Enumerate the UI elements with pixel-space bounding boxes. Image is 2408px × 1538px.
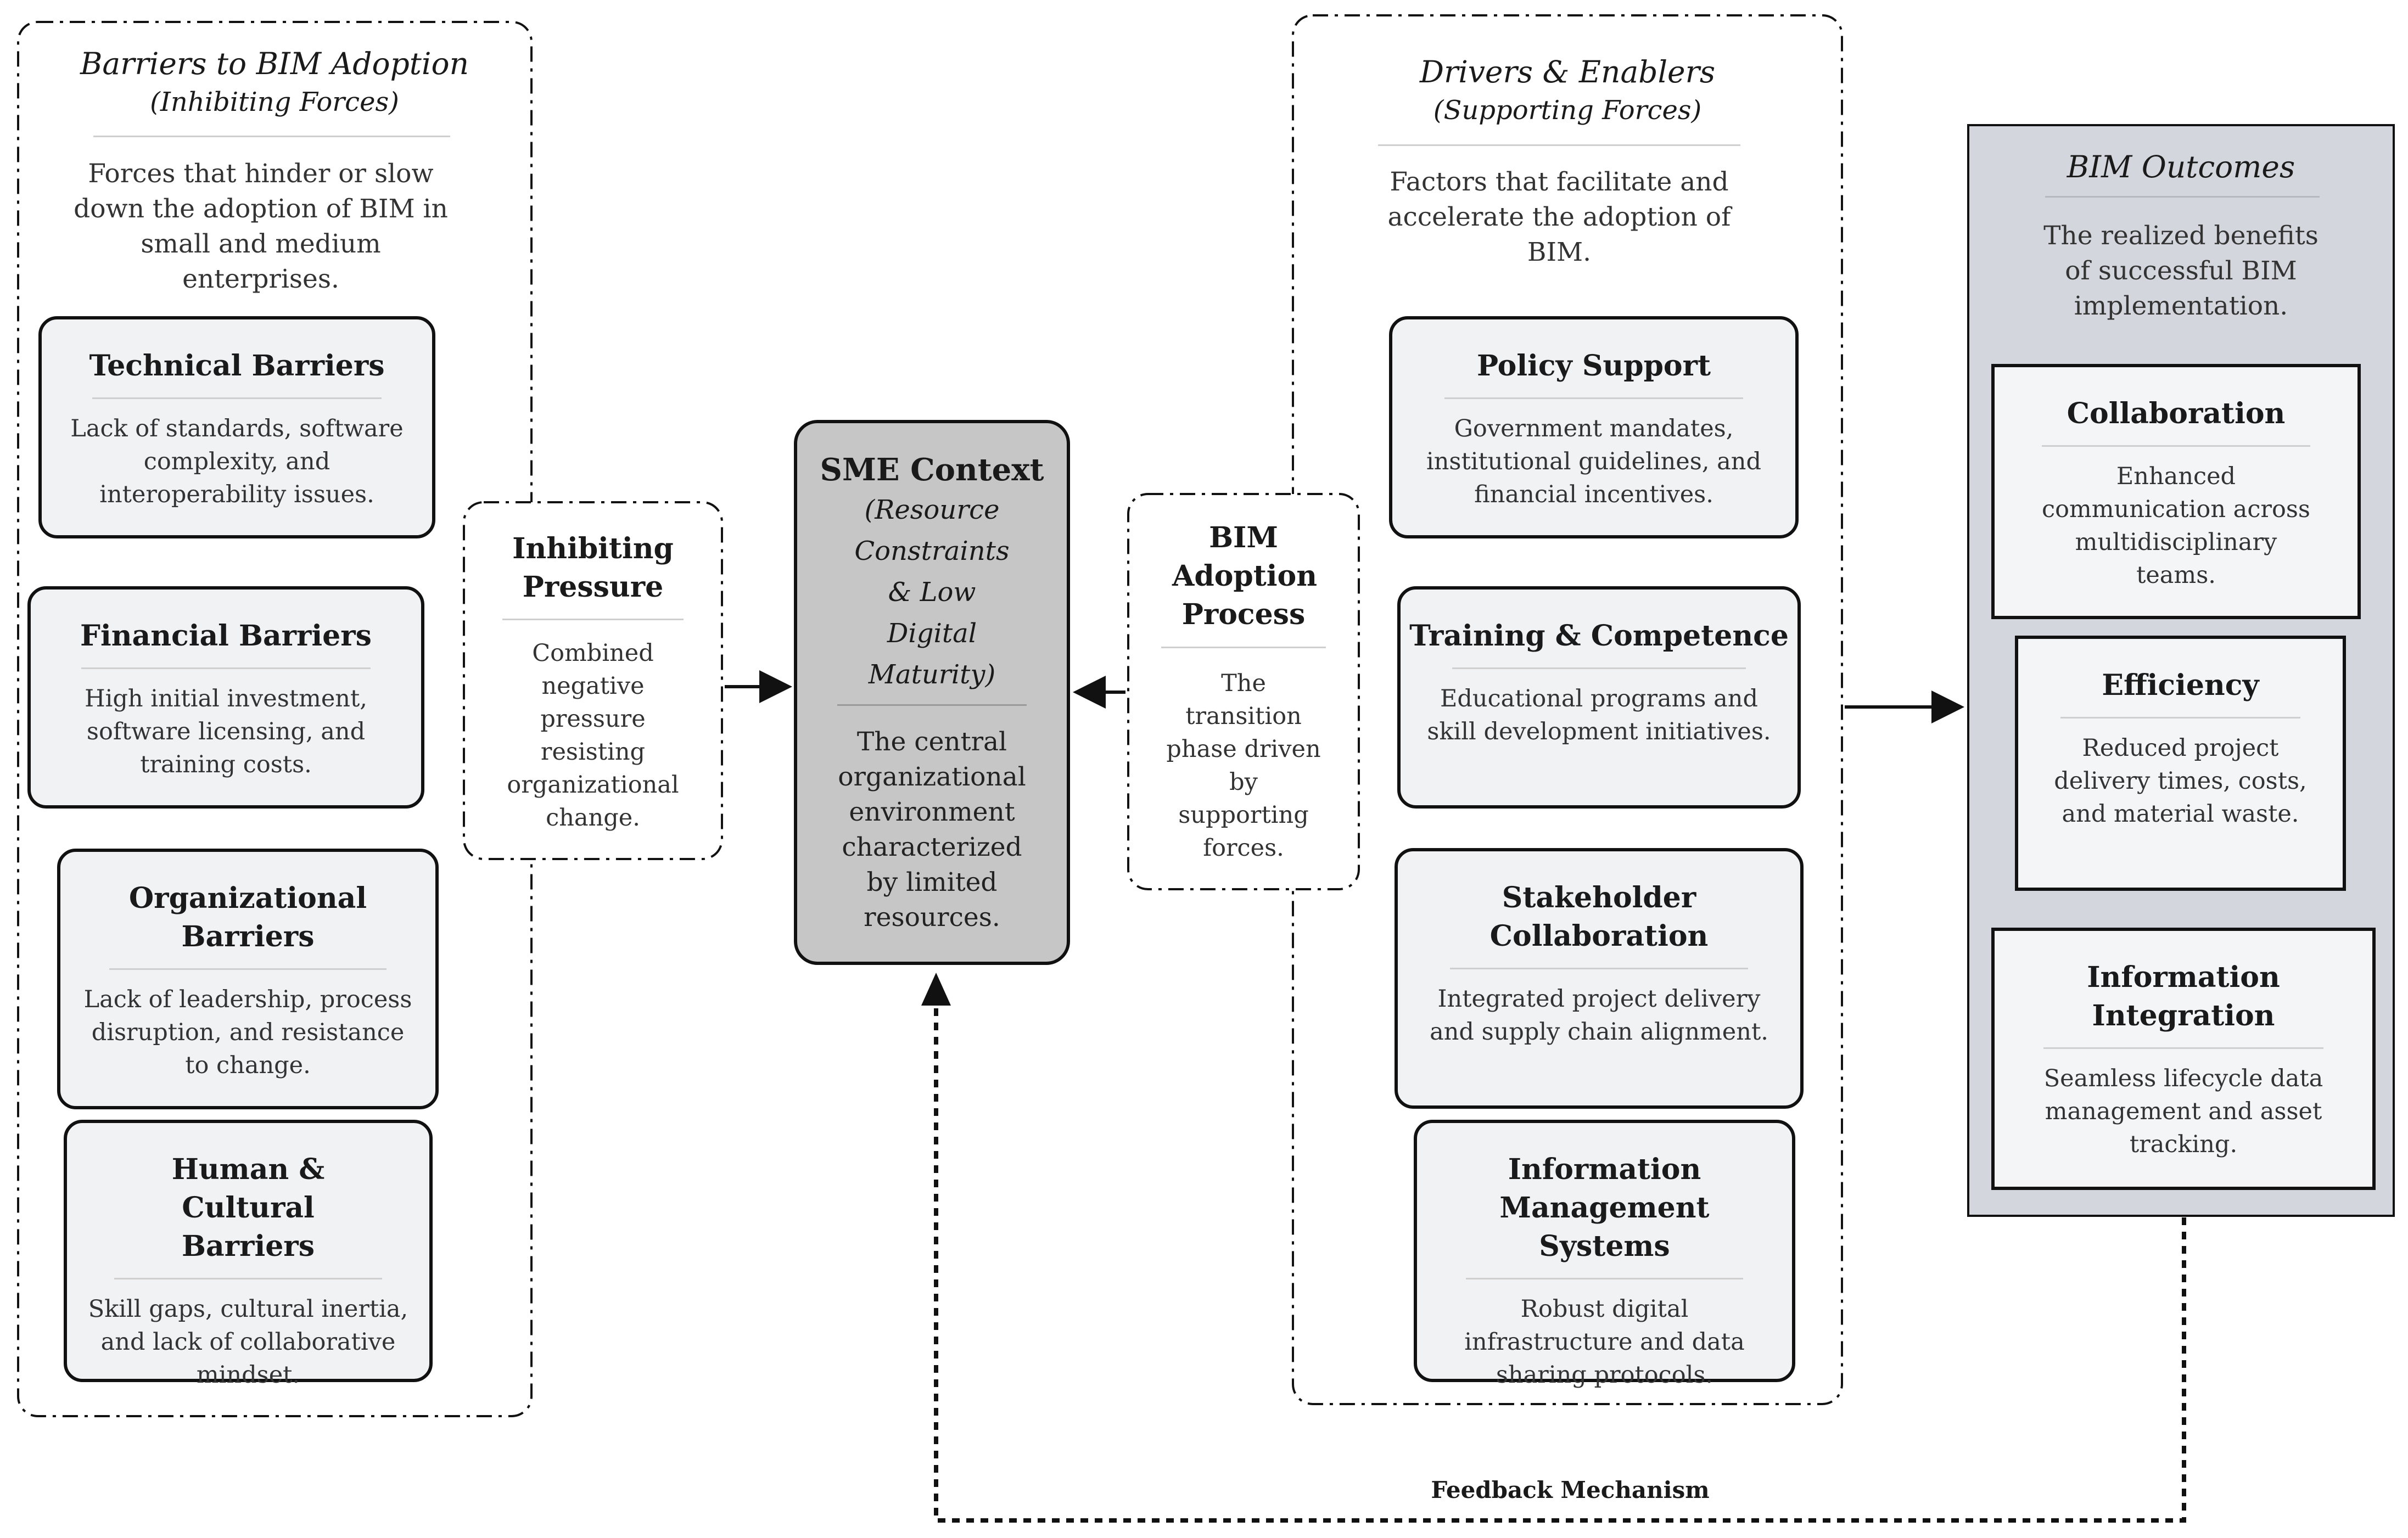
drivers-title: Drivers & Enablers: [1419, 54, 1716, 89]
inhibiting-rule: [502, 619, 684, 620]
outcome-card-information-integration: Information Integration Seamless lifecyc…: [1991, 928, 2376, 1190]
card-rule: [1450, 968, 1748, 969]
sme-rule: [837, 704, 1027, 706]
adoption-title: BIM Adoption Process: [1172, 521, 1318, 631]
barriers-header: Barriers to BIM Adoption (Inhibiting For…: [33, 44, 516, 121]
driver-card-desc: Educational programs and skill developme…: [1427, 685, 1771, 745]
drivers-subtitle: (Supporting Forces): [1433, 95, 1702, 126]
card-rule: [1465, 1278, 1744, 1279]
outcome-card-title: Efficiency: [2102, 669, 2259, 702]
drivers-header: Drivers & Enablers (Supporting Forces): [1315, 52, 1820, 129]
outcomes-header-rule: [2045, 196, 2320, 198]
card-rule: [2060, 717, 2301, 719]
barriers-subtitle: (Inhibiting Forces): [150, 87, 399, 117]
card-rule: [1452, 667, 1746, 669]
driver-card-title: Stakeholder Collaboration: [1489, 881, 1709, 953]
card-rule: [2043, 1047, 2323, 1049]
inhibiting-desc: Combined negative pressure resisting org…: [507, 639, 679, 832]
driver-card-training: Training & Competence Educational progra…: [1397, 586, 1801, 809]
barrier-card-desc: Lack of standards, software complexity, …: [70, 415, 404, 508]
driver-card-title: Training & Competence: [1409, 619, 1789, 653]
barrier-card-title: Organizational Barriers: [128, 882, 367, 953]
barriers-header-rule: [93, 136, 450, 137]
barrier-card-title: Technical Barriers: [89, 349, 385, 383]
outcomes-title: BIM Outcomes: [2067, 149, 2295, 184]
outcomes-description: The realized benefits of successful BIM …: [2043, 221, 2319, 321]
sme-desc: The central organizational environment c…: [838, 727, 1026, 933]
driver-card-desc: Government mandates, institutional guide…: [1426, 415, 1762, 508]
outcomes-header: BIM Outcomes: [1976, 147, 2385, 187]
drivers-description: Factors that facilitate and accelerate t…: [1387, 167, 1731, 267]
drivers-header-rule: [1378, 144, 1740, 146]
card-rule: [92, 397, 382, 399]
driver-card-title: Information Management Systems: [1499, 1153, 1710, 1263]
adoption-desc: The transition phase driven by supportin…: [1166, 670, 1321, 862]
adoption-rule: [1161, 647, 1326, 648]
barrier-card-title: Financial Barriers: [80, 619, 372, 653]
inhibiting-pressure: Inhibiting Pressure: [483, 530, 703, 607]
barrier-card-desc: Lack of leadership, process disruption, …: [83, 986, 412, 1079]
driver-card-desc: Robust digital infrastructure and data s…: [1464, 1295, 1745, 1389]
barrier-card-desc: High initial investment, software licens…: [85, 685, 367, 778]
adoption-process: BIM Adoption Process: [1139, 519, 1348, 634]
driver-card-information-systems: Information Management Systems Robust di…: [1414, 1120, 1795, 1389]
barrier-card-desc: Skill gaps, cultural inertia, and lack o…: [88, 1295, 408, 1389]
barriers-title: Barriers to BIM Adoption: [80, 46, 469, 81]
outcome-card-efficiency: Efficiency Reduced project delivery time…: [2015, 636, 2346, 891]
sme-title: SME Context: [820, 452, 1044, 488]
barrier-card-human-cultural: Human & Cultural Barriers Skill gaps, cu…: [64, 1120, 433, 1389]
sme-subtitle: (Resource Constraints & Low Digital Matu…: [854, 495, 1010, 690]
outcome-card-desc: Seamless lifecycle data management and a…: [2043, 1065, 2323, 1158]
card-rule: [2041, 445, 2311, 447]
barrier-card-financial: Financial Barriers High initial investme…: [27, 586, 424, 809]
driver-card-desc: Integrated project delivery and supply c…: [1430, 985, 1768, 1046]
card-rule: [109, 968, 387, 970]
barrier-card-technical: Technical Barriers Lack of standards, so…: [38, 316, 435, 538]
outcome-card-desc: Enhanced communication across multidisci…: [2042, 463, 2310, 589]
card-rule: [114, 1278, 383, 1279]
barrier-card-organizational: Organizational Barriers Lack of leadersh…: [57, 849, 439, 1109]
outcome-card-desc: Reduced project delivery times, costs, a…: [2054, 734, 2307, 828]
driver-card-stakeholder: Stakeholder Collaboration Integrated pro…: [1395, 848, 1804, 1109]
outcome-card-title: Collaboration: [2067, 397, 2286, 430]
outcome-card-collaboration: Collaboration Enhanced communication acr…: [1991, 364, 2361, 619]
barrier-card-title: Human & Cultural Barriers: [171, 1153, 325, 1263]
sme-context: SME Context (Resource Constraints & Low …: [813, 450, 1051, 695]
driver-card-title: Policy Support: [1476, 349, 1711, 383]
outcome-card-title: Information Integration: [2087, 961, 2280, 1032]
barriers-description: Forces that hinder or slow down the adop…: [74, 159, 448, 294]
feedback-mechanism-label: Feedback Mechanism: [1416, 1477, 1724, 1503]
card-rule: [81, 667, 371, 669]
card-rule: [1444, 397, 1743, 399]
feedback-arrowhead: [921, 973, 951, 1006]
inhibiting-title: Inhibiting Pressure: [512, 532, 674, 604]
driver-card-policy: Policy Support Government mandates, inst…: [1389, 316, 1799, 538]
